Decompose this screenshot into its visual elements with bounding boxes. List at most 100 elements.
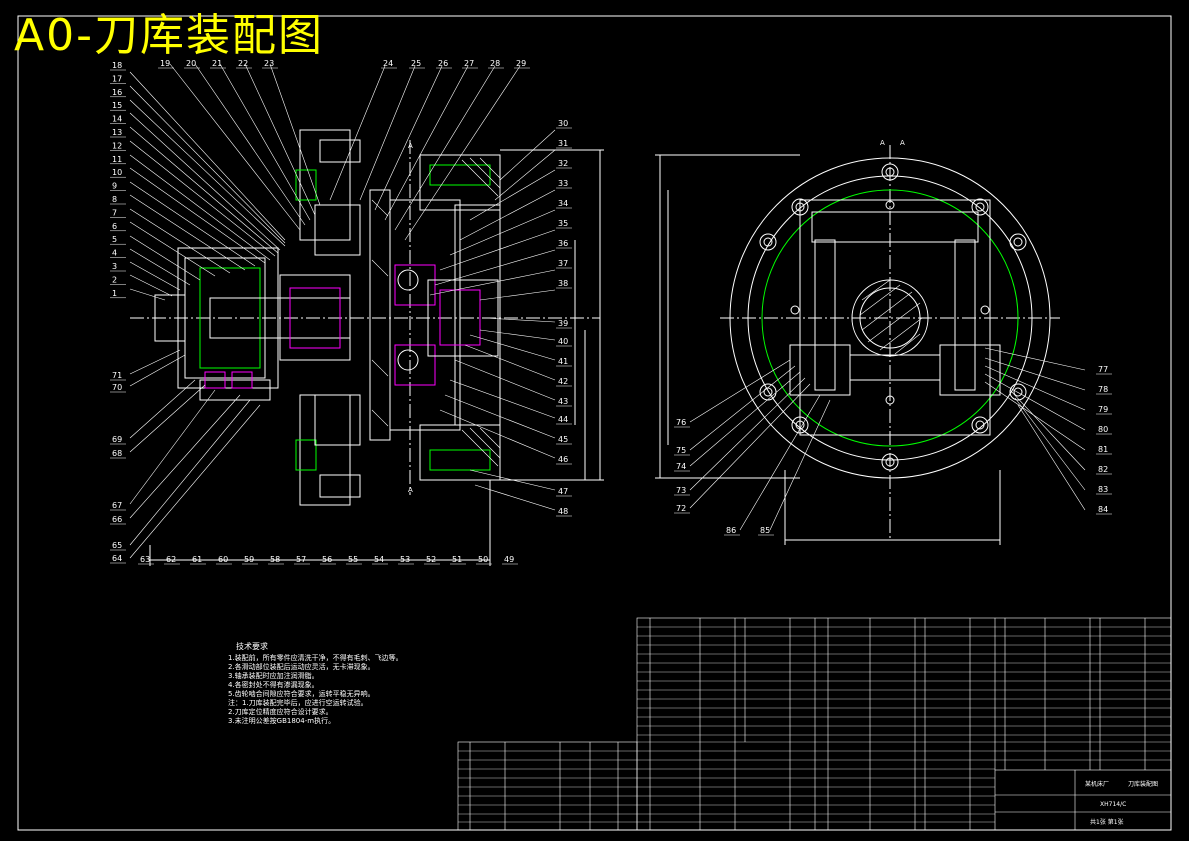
title-block-company: 某机床厂 xyxy=(1085,780,1109,788)
note-line: 1.装配前，所有零件应清洗干净，不得有毛刺、飞边等。 xyxy=(228,654,403,662)
part-number-label: 29 xyxy=(516,59,526,68)
section-mark-bottom: A xyxy=(408,486,413,494)
part-number-label: 70 xyxy=(112,383,122,392)
parts-list-rows xyxy=(458,626,1171,823)
part-number-label: 11 xyxy=(112,155,122,164)
right-leaders xyxy=(689,347,1086,531)
part-number-label: 9 xyxy=(112,182,117,191)
right-view-bottom-labels: 86 85 xyxy=(724,526,774,536)
part-number-label: 32 xyxy=(558,159,568,168)
part-number-label: 45 xyxy=(558,435,568,444)
part-number-label: 52 xyxy=(426,555,436,564)
part-number-label: 64 xyxy=(112,554,122,563)
note-line: 5.齿轮啮合间隙应符合要求，运转平稳无异响。 xyxy=(228,690,375,698)
part-number-label: 62 xyxy=(166,555,176,564)
title-block-drawing-name: 刀库装配图 xyxy=(1128,780,1158,788)
drawing-title: A0-刀库装配图 xyxy=(14,10,324,61)
part-number-label: 35 xyxy=(558,219,568,228)
part-number-label: 68 xyxy=(112,449,122,458)
part-number-label: 56 xyxy=(322,555,332,564)
part-number-label: 67 xyxy=(112,501,122,510)
part-number-label: 83 xyxy=(1098,485,1108,494)
part-number-label: 15 xyxy=(112,101,122,110)
part-number-label: 59 xyxy=(244,555,254,564)
technical-notes: 技术要求 1.装配前，所有零件应清洗干净，不得有毛刺、飞边等。 2.各滑动部位装… xyxy=(228,642,403,726)
part-number-label: 84 xyxy=(1098,505,1108,514)
right-section-mark-a2: A xyxy=(900,139,905,147)
part-number-label: 66 xyxy=(112,515,122,524)
part-number-label: 19 xyxy=(160,59,170,68)
part-number-label: 54 xyxy=(374,555,384,564)
part-number-label: 85 xyxy=(760,526,770,535)
part-number-label: 58 xyxy=(270,555,280,564)
part-number-label: 14 xyxy=(112,115,122,124)
part-number-label: 20 xyxy=(186,59,196,68)
part-number-label: 49 xyxy=(504,555,514,564)
section-mark-top: A xyxy=(408,142,413,150)
part-number-label: 48 xyxy=(558,507,568,516)
part-number-label: 2 xyxy=(112,275,117,284)
part-number-label: 41 xyxy=(558,357,568,366)
part-number-label: 65 xyxy=(112,541,122,550)
part-number-label: 30 xyxy=(558,119,568,128)
part-number-label: 18 xyxy=(112,61,122,70)
part-number-label: 82 xyxy=(1098,465,1108,474)
part-number-label: 60 xyxy=(218,555,228,564)
part-number-label: 24 xyxy=(383,59,393,68)
part-number-label: 8 xyxy=(112,195,117,204)
part-number-label: 39 xyxy=(558,319,568,328)
part-number-label: 13 xyxy=(112,128,122,137)
part-number-label: 77 xyxy=(1098,365,1108,374)
part-number-label: 26 xyxy=(438,59,448,68)
part-number-label: 17 xyxy=(112,74,122,83)
part-number-label: 43 xyxy=(558,397,568,406)
note-line: 2.各滑动部位装配后运动应灵活，无卡滞现象。 xyxy=(228,663,375,671)
part-number-label: 34 xyxy=(558,199,568,208)
left-section-view xyxy=(130,129,604,566)
parts-list-lower xyxy=(457,741,791,831)
part-number-label: 27 xyxy=(464,59,474,68)
part-number-label: 25 xyxy=(411,59,421,68)
right-front-view xyxy=(655,145,1060,545)
title-block xyxy=(994,769,1172,831)
part-number-label: 7 xyxy=(112,208,117,217)
title-block-sheet: 共1张 第1张 xyxy=(1090,818,1124,826)
left-leaders xyxy=(129,63,556,559)
part-number-label: 51 xyxy=(452,555,462,564)
part-number-label: 3 xyxy=(112,262,117,271)
part-number-label: 57 xyxy=(296,555,306,564)
title-block-drawing-no: XH714/C xyxy=(1100,801,1126,808)
part-number-label: 72 xyxy=(676,504,686,513)
part-number-label: 74 xyxy=(676,462,686,471)
part-number-label: 76 xyxy=(676,418,686,427)
note-line: 3.轴承装配时应加注润滑脂。 xyxy=(228,672,319,680)
part-number-label: 23 xyxy=(264,59,274,68)
part-number-label: 21 xyxy=(212,59,222,68)
part-number-label: 33 xyxy=(558,179,568,188)
part-number-label: 22 xyxy=(238,59,248,68)
part-number-label: 44 xyxy=(558,415,568,424)
part-number-label: 16 xyxy=(112,88,122,97)
part-number-label: 12 xyxy=(112,141,122,150)
part-number-label: 55 xyxy=(348,555,358,564)
part-number-label: 53 xyxy=(400,555,410,564)
right-section-mark-a1: A xyxy=(880,139,885,147)
part-number-label: 6 xyxy=(112,222,117,231)
part-number-label: 31 xyxy=(558,139,568,148)
part-number-label: 4 xyxy=(112,249,117,258)
note-line: 4.各密封处不得有渗漏现象。 xyxy=(228,681,319,689)
part-number-label: 80 xyxy=(1098,425,1108,434)
note-line: 注：1.刀库装配完毕后，应进行空运转试验。 xyxy=(228,699,368,707)
part-number-label: 47 xyxy=(558,487,568,496)
part-number-label: 79 xyxy=(1098,405,1108,414)
notes-heading: 技术要求 xyxy=(236,642,268,651)
part-number-label: 78 xyxy=(1098,385,1108,394)
part-number-label: 86 xyxy=(726,526,736,535)
part-number-label: 75 xyxy=(676,446,686,455)
part-number-label: 61 xyxy=(192,555,202,564)
